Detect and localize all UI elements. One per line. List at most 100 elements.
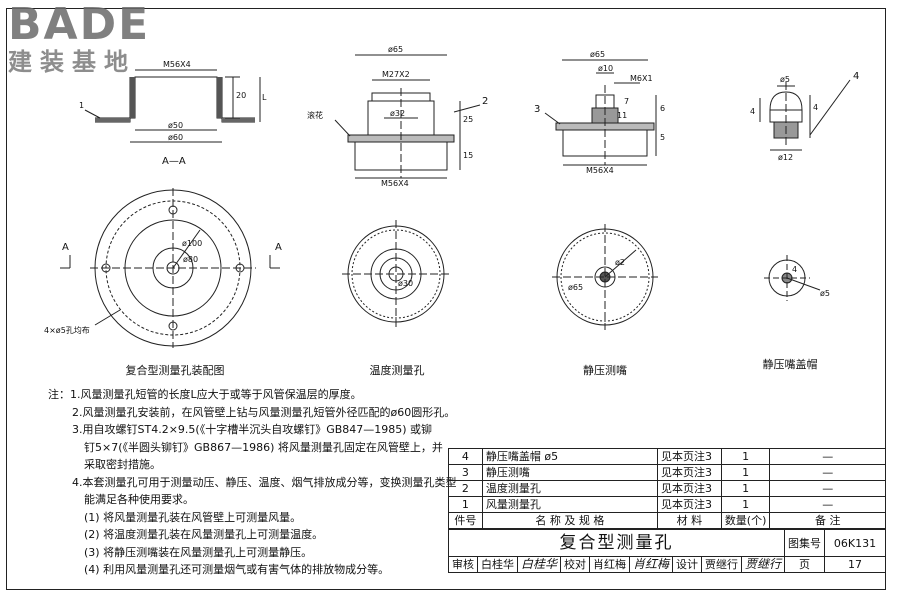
leader-4: 4 <box>853 71 859 82</box>
note-line: 能满足各种使用要求。 <box>84 493 194 506</box>
dim-s-m56x4: M56X4 <box>586 166 614 175</box>
leader-1: 1 <box>79 101 84 110</box>
cell-material: 见本页注3 <box>657 464 722 481</box>
cell-no: 1 <box>448 496 483 513</box>
dim-s-phi65: ø65 <box>590 50 605 59</box>
dim-20: 20 <box>236 91 246 100</box>
review-label: 审核 <box>448 556 478 573</box>
dim-phi2: ø2 <box>615 258 625 267</box>
note-line: 注：1.风量测量孔短管的长度L应大于或等于风管保温层的厚度。 <box>48 388 362 401</box>
section-a-a-view <box>84 69 261 143</box>
title-block: 4 静压嘴盖帽 ø5 见本页注3 1 — 3 静压测嘴 见本页注3 1 — 2 … <box>447 448 888 590</box>
check-label: 校对 <box>560 556 591 573</box>
watermark-subtitle: 建装基地 <box>8 48 136 76</box>
watermark-logo: BADE <box>8 0 151 50</box>
temp-port-elevation <box>334 54 481 179</box>
holes-note: 4×ø5孔均布 <box>44 325 90 335</box>
designer-signature: 贾继行 <box>741 556 786 573</box>
dim-phi60: ø60 <box>168 133 183 142</box>
drawing-title: 复合型测量孔 <box>447 529 786 557</box>
designer-name: 贾继行 <box>701 556 743 573</box>
assembly-plan-view <box>60 188 280 348</box>
reviewer-signature: 白桂华 <box>516 556 562 573</box>
cap-plan <box>764 255 821 301</box>
temp-port-plan <box>342 220 450 328</box>
cell-no: 2 <box>448 480 483 497</box>
header-material: 材 料 <box>657 512 722 529</box>
atlas-label: 图集号 <box>784 529 826 557</box>
note-line: (1) 将风量测量孔装在风管壁上可测量风量。 <box>84 510 302 524</box>
table-row: 4 静压嘴盖帽 ø5 见本页注3 1 — <box>448 448 886 465</box>
dim-phi10: ø10 <box>598 64 613 73</box>
dim-6: 6 <box>660 104 665 113</box>
note-line: (3) 将静压测嘴装在风量测量孔上可测量静压。 <box>84 545 313 559</box>
note-line: 采取密封措施。 <box>84 458 161 471</box>
table-header-row: 件号 名 称 及 规 格 材 料 数量(个) 备 注 <box>448 512 886 529</box>
cell-qty: 1 <box>720 464 771 481</box>
cell-no: 4 <box>448 448 483 465</box>
note-line: 2.风量测量孔安装前，在风管壁上钻与风量测量孔短管外径匹配的ø60圆形孔。 <box>72 405 456 419</box>
cell-material: 见本页注3 <box>657 480 722 497</box>
page-number: 17 <box>824 556 886 573</box>
title-table: 复合型测量孔 图集号 06K131 审核 白桂华 白桂华 校对 肖红梅 肖红梅 … <box>447 529 886 573</box>
dim-25: 25 <box>463 115 473 124</box>
note-line: 钉5×7(《半圆头铆钉》GB867—1986) 将风量测量孔固定在风管壁上，并 <box>84 440 443 454</box>
watermark: BADE 建装基地 <box>8 0 151 77</box>
caption-assembly: 复合型测量孔装配图 <box>125 364 225 377</box>
dim-m27x2: M27X2 <box>382 70 410 79</box>
caption-cap: 静压嘴盖帽 <box>762 358 818 371</box>
static-nozzle-elevation <box>544 59 657 166</box>
dim-phi32: ø32 <box>390 109 405 118</box>
parts-list-table: 4 静压嘴盖帽 ø5 见本页注3 1 — 3 静压测嘴 见本页注3 1 — 2 … <box>448 448 886 529</box>
table-row: 3 静压测嘴 见本页注3 1 — <box>448 464 886 481</box>
page-label: 页 <box>784 556 826 573</box>
dim-m6x1: M6X1 <box>630 74 653 83</box>
knurl-label: 滚花 <box>307 110 323 120</box>
dim-phi12: ø12 <box>778 153 793 162</box>
cell-material: 见本页注3 <box>657 448 722 465</box>
checker-name: 肖红梅 <box>589 556 631 573</box>
dim-s-plan-phi65: ø65 <box>568 283 583 292</box>
checker-signature: 肖红梅 <box>629 556 674 573</box>
cut-mark-left: A <box>62 242 69 253</box>
table-row: 1 风量测量孔 见本页注3 1 — <box>448 496 886 513</box>
cell-no: 3 <box>448 464 483 481</box>
notes-block: 注：1.风量测量孔短管的长度L应大于或等于风管保温层的厚度。 2.风量测量孔安装… <box>48 386 457 579</box>
cut-mark-right: A <box>275 242 282 253</box>
cell-remark: — <box>769 448 886 465</box>
dim-t-phi30: ø30 <box>398 279 413 288</box>
note-line: (4) 利用风量测量孔还可测量烟气或有害气体的排放物成分等。 <box>84 563 390 576</box>
dim-15: 15 <box>463 151 473 160</box>
dim-7: 7 <box>624 97 629 106</box>
leader-2: 2 <box>482 96 488 107</box>
table-row: 2 温度测量孔 见本页注3 1 — <box>448 480 886 497</box>
header-remark: 备 注 <box>769 512 886 529</box>
cell-name: 温度测量孔 <box>481 480 659 497</box>
note-line: 3.用自攻螺钉ST4.2×9.5(《十字槽半沉头自攻螺钉》GB847—1985)… <box>72 423 433 436</box>
header-no: 件号 <box>448 512 483 529</box>
dim-l: L <box>262 93 267 102</box>
cell-qty: 1 <box>720 448 771 465</box>
section-label: A—A <box>162 156 186 167</box>
dim-m56x4-a: M56X4 <box>163 60 191 69</box>
reviewer-name: 白桂华 <box>477 556 518 573</box>
header-name: 名 称 及 规 格 <box>481 512 659 529</box>
cell-qty: 1 <box>720 480 771 497</box>
dim-phi80: ø80 <box>183 255 198 264</box>
cap-elevation <box>759 79 851 151</box>
drawing-frame <box>6 8 886 590</box>
dim-t-m56x4: M56X4 <box>381 179 409 188</box>
dim-cap-phi5: ø5 <box>780 75 790 84</box>
cell-name: 静压嘴盖帽 ø5 <box>481 448 659 465</box>
note-line: (2) 将温度测量孔装在风量测量孔上可测量温度。 <box>84 528 324 541</box>
dim-cap-4b: 4 <box>813 103 818 112</box>
static-nozzle-plan <box>552 224 658 330</box>
caption-static-nozzle: 静压测嘴 <box>583 364 627 377</box>
dim-cap-4a: 4 <box>750 107 755 116</box>
cell-material: 见本页注3 <box>657 496 722 513</box>
dim-phi50: ø50 <box>168 121 183 130</box>
atlas-number: 06K131 <box>824 529 886 557</box>
cell-remark: — <box>769 480 886 497</box>
